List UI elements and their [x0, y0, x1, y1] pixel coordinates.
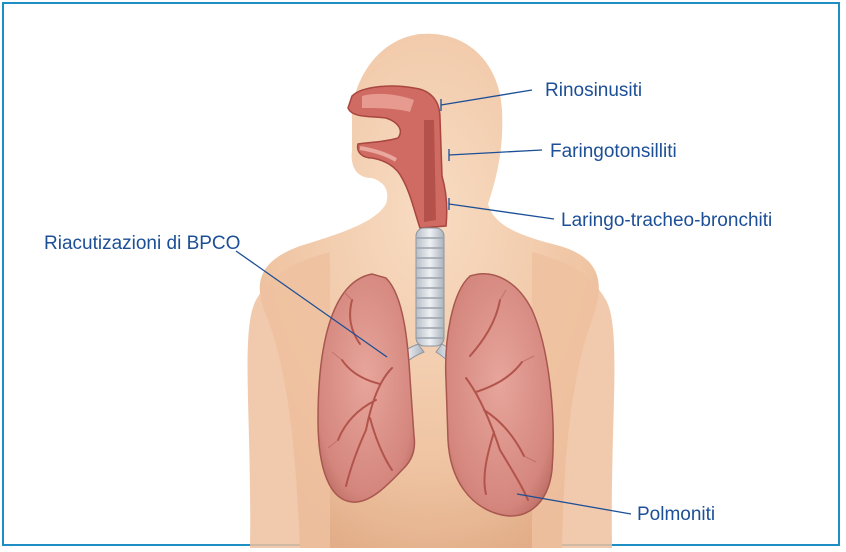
label-rinosinusiti: Rinosinusiti [545, 80, 642, 101]
pharynx [424, 120, 436, 222]
label-polmoniti: Polmoniti [637, 504, 715, 525]
label-riacutizazioni-bpco: Riacutizazioni di BPCO [44, 233, 240, 254]
label-faringotonsilliti: Faringotonsilliti [550, 141, 677, 162]
label-laringo-tracheo-bronchiti: Laringo-tracheo-bronchiti [561, 210, 772, 231]
